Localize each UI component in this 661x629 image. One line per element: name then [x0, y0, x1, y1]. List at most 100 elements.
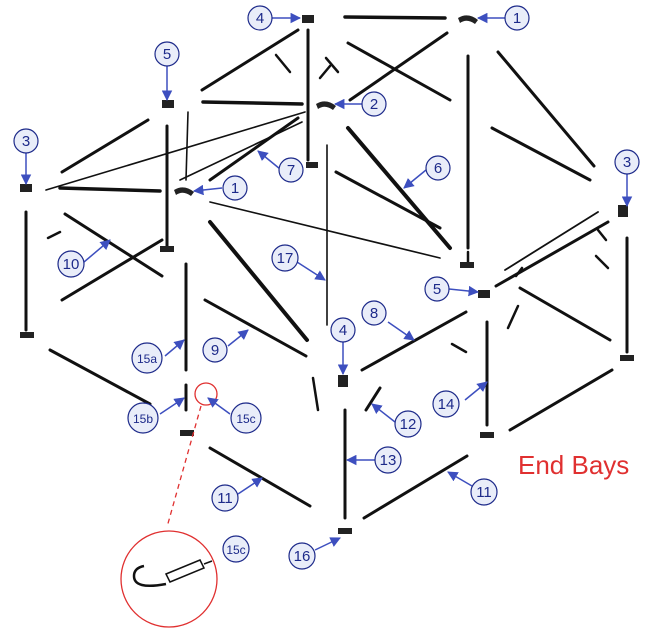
callout-label: 11: [217, 490, 233, 507]
callout-label: 1: [513, 10, 521, 27]
callout-circle: [57, 250, 85, 278]
callout-c13: 13: [374, 446, 402, 474]
connector-3-left: [20, 184, 32, 192]
callout-label: 8: [370, 305, 378, 322]
foot-3: [180, 430, 194, 436]
short-piece-4: [46, 230, 62, 240]
callout-label: 15a: [137, 352, 157, 366]
callout-label: 15c: [226, 543, 245, 557]
callout-label: 11: [476, 484, 492, 501]
callout-c7: 7: [278, 157, 304, 183]
connector-1-top: [458, 15, 478, 24]
eave-pole-left: [58, 186, 162, 193]
callout-c4a: 4: [247, 5, 273, 31]
callout-c10: 10: [57, 250, 85, 278]
brace-pole: [185, 111, 189, 181]
connector-2: [316, 101, 336, 110]
cross-pole-1: [45, 111, 306, 191]
callout-circle: [222, 175, 248, 201]
callout-label: 16: [294, 548, 311, 565]
callout-c15c: 15c: [230, 402, 262, 434]
connector-5-right: [478, 290, 490, 298]
pole-9: [203, 298, 308, 358]
pole-15b: [48, 348, 152, 406]
short-piece-7: [596, 228, 608, 242]
pole-10: [63, 212, 164, 278]
short-piece-2: [324, 56, 340, 74]
pole-11-right: [362, 454, 469, 520]
connector-1-left: [174, 187, 194, 196]
callout-circle: [470, 478, 498, 506]
arrow-15b: [159, 397, 185, 415]
callout-label: 5: [163, 46, 171, 63]
foot-8: [306, 162, 318, 168]
foot-2: [20, 332, 34, 338]
rafter-pole-9: [334, 170, 442, 230]
callout-circle: [211, 484, 239, 512]
frame-poles: [24, 15, 629, 520]
callout-label: 13: [380, 452, 397, 469]
callout-c15c-detail: 15c: [222, 535, 250, 563]
arrow-15c: [207, 397, 231, 415]
callout-c6: 6: [425, 155, 451, 181]
detail-15c: [120, 382, 218, 628]
cross-pole-2: [179, 121, 303, 181]
callout-circle: [504, 5, 530, 31]
callout-c12: 12: [394, 410, 422, 438]
pole-right-2: [518, 286, 612, 342]
rafter-pole-1: [200, 28, 300, 92]
callout-c1b: 1: [222, 175, 248, 201]
callout-circle: [247, 5, 273, 31]
callout-circle: [154, 41, 180, 67]
callout-label: 15b: [133, 412, 153, 426]
callout-circle: [278, 157, 304, 183]
callout-label: 4: [256, 10, 264, 27]
callout-label: 5: [433, 281, 441, 298]
rafter-pole-8: [346, 126, 452, 250]
connector-4-top: [302, 15, 314, 23]
pole-right-3: [504, 211, 599, 271]
callout-label: 2: [370, 96, 378, 113]
arrow-11b: [447, 471, 473, 487]
callout-circle: [222, 535, 250, 563]
callout-c1a: 1: [504, 5, 530, 31]
callout-label: 3: [623, 154, 631, 171]
callout-circle: [288, 542, 316, 570]
short-piece-12: [364, 386, 382, 412]
pole-11-left: [208, 446, 312, 508]
pin-clip-icon: [132, 559, 213, 587]
detail-leader-line: [166, 405, 202, 528]
callout-label: 4: [339, 322, 347, 339]
arrow-14: [464, 381, 488, 401]
arrow-10: [83, 239, 111, 263]
callout-circle: [374, 446, 402, 474]
callout-circle: [432, 390, 460, 418]
callout-circle: [127, 402, 159, 434]
callout-label: 6: [434, 160, 442, 177]
callout-c5b: 5: [424, 276, 450, 302]
callout-circle: [424, 276, 450, 302]
callout-c15b: 15b: [127, 402, 159, 434]
arrow-16: [314, 537, 341, 551]
foot-6: [620, 355, 634, 361]
callout-c15a: 15a: [131, 342, 163, 374]
rafter-pole-3: [348, 31, 449, 102]
arrow-17: [296, 261, 326, 281]
short-piece-10: [514, 266, 524, 278]
rafter-pole-5: [208, 116, 300, 182]
arrow-9: [227, 329, 249, 347]
foot-7: [460, 262, 474, 268]
rafter-pole-6: [490, 126, 592, 182]
arrow-7: [257, 150, 281, 170]
callout-label: 14: [438, 396, 455, 413]
callout-c8: 8: [361, 300, 387, 326]
short-piece-8: [450, 342, 468, 354]
foot-1: [160, 246, 174, 252]
pole-right-lower: [508, 368, 614, 432]
rafter-pole-4: [60, 118, 150, 174]
callout-label: 3: [22, 133, 30, 150]
callout-c16: 16: [288, 542, 316, 570]
callout-c14: 14: [432, 390, 460, 418]
callout-c4b: 4: [330, 317, 356, 343]
